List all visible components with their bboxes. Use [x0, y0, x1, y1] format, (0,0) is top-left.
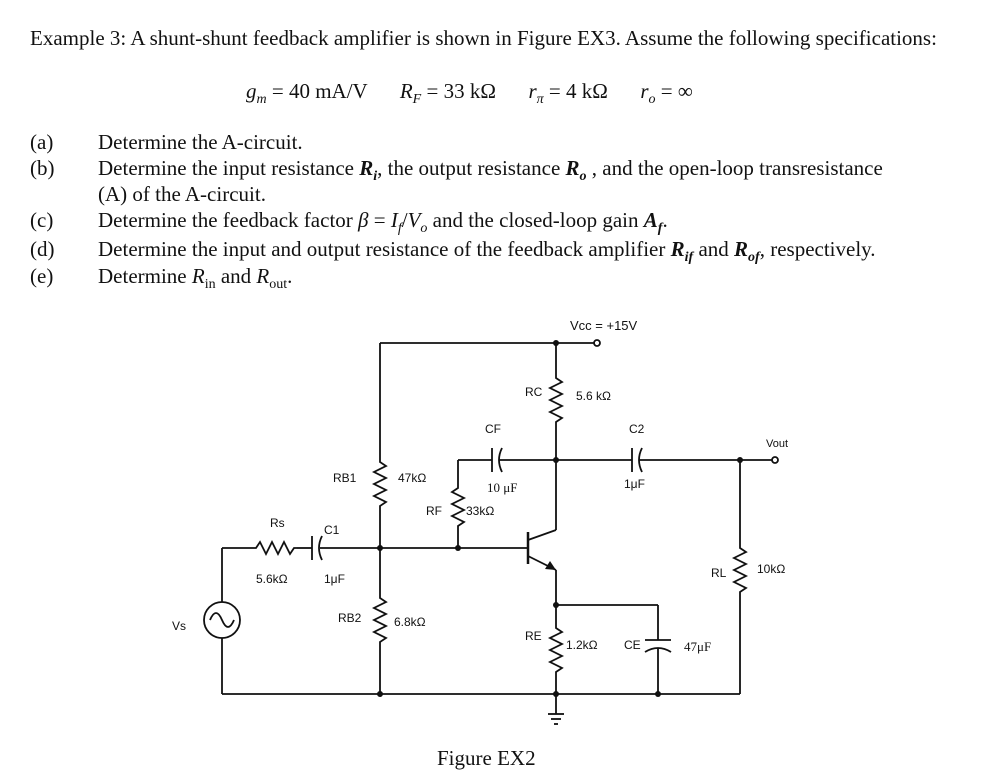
rb2-value: 6.8kΩ	[394, 615, 426, 629]
c1-value: 1μF	[324, 572, 345, 586]
vcc-label: Vcc = +15V	[570, 318, 638, 333]
specifications: gm = 40 mA/V RF = 33 kΩ rπ = 4 kΩ ro = ∞	[246, 79, 693, 108]
problem-intro: Example 3: A shunt-shunt feedback amplif…	[30, 26, 937, 50]
rb2-name: RB2	[338, 611, 362, 625]
c2-value: 1μF	[624, 477, 645, 491]
re-value: 1.2kΩ	[566, 638, 598, 652]
cf-value: 10 μF	[487, 480, 517, 495]
c1-name: C1	[324, 523, 340, 537]
vs-label: Vs	[172, 619, 186, 633]
gm-symbol: gm	[246, 79, 267, 108]
rf-name: RF	[426, 504, 442, 518]
rl-value: 10kΩ	[757, 562, 785, 576]
ro-value: = ∞	[660, 79, 693, 103]
ce-value: 47μF	[684, 639, 711, 654]
re-name: RE	[525, 629, 542, 643]
rpi-symbol: rπ	[528, 79, 544, 108]
rc-name: RC	[525, 385, 543, 399]
rf-value: 33kΩ	[466, 504, 494, 518]
rc-value: 5.6 kΩ	[576, 389, 611, 403]
vout-label: Vout	[766, 438, 788, 450]
rl-name: RL	[711, 566, 727, 580]
rb1-value: 47kΩ	[398, 471, 426, 485]
gm-value: = 40 mA/V	[271, 79, 368, 103]
figure-caption: Figure EX2	[437, 746, 536, 770]
cf-name: CF	[485, 422, 501, 436]
rf-value: = 33 kΩ	[426, 79, 496, 103]
c2-name: C2	[629, 422, 645, 436]
rf-symbol: RF	[399, 79, 422, 108]
rb1-name: RB1	[333, 471, 357, 485]
rs-value: 5.6kΩ	[256, 572, 288, 586]
ro-symbol: ro	[640, 79, 656, 108]
rs-name: Rs	[270, 516, 285, 530]
rpi-value: = 4 kΩ	[548, 79, 608, 103]
ce-name: CE	[624, 638, 641, 652]
